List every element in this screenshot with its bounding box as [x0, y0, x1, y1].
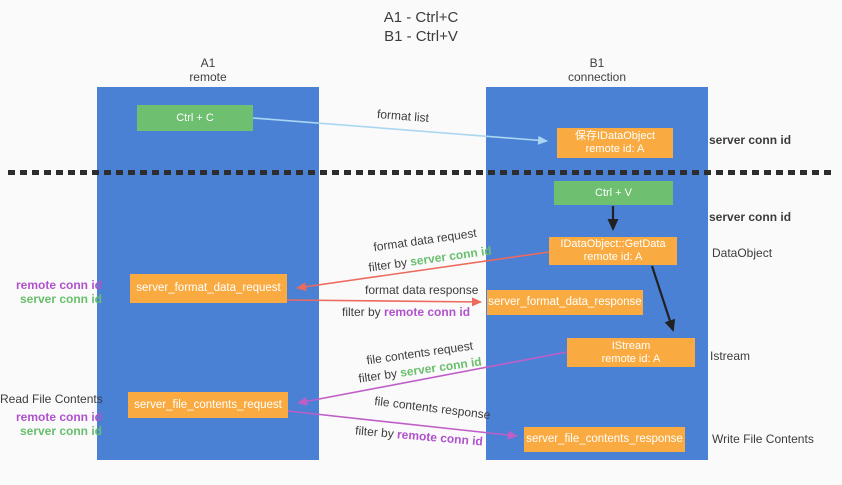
column-b1-name: B1 [589, 56, 605, 70]
label-dataobject: DataObject [712, 246, 773, 260]
label-remote-conn-id-left-2: remote conn id [15, 410, 102, 424]
node-save-idataobject-line2: remote id: A [585, 143, 645, 155]
node-server-file-contents-request: server_file_contents_request [128, 392, 288, 418]
label-filter-by-3: filter by [357, 366, 398, 386]
label-filter-by-2: filter by [342, 305, 381, 319]
node-ctrl-v: Ctrl + V [554, 181, 673, 205]
node-getdata-line1: IDataObject::GetData [560, 238, 666, 250]
label-format-data-response: format data response [365, 283, 479, 297]
label-group-file-conn-ids: remote conn id server conn id [0, 410, 102, 438]
label-read-file-contents: Read File Contents [0, 392, 103, 406]
node-ctrl-v-label: Ctrl + V [595, 186, 632, 199]
node-save-idataobject: 保存IDataObject remote id: A [557, 128, 673, 158]
node-sfcreq-label: server_file_contents_request [134, 398, 282, 411]
label-filter-format-response: filter by remote conn id [342, 305, 470, 319]
node-getdata-line2: remote id: A [583, 251, 643, 263]
label-format-list: format list [376, 106, 430, 126]
label-istream: Istream [710, 349, 751, 363]
label-remote-conn-id-filter-2: remote conn id [384, 305, 471, 319]
node-server-file-contents-response: server_file_contents_response [524, 427, 685, 452]
label-remote-conn-id-left-1: remote conn id [15, 278, 102, 292]
label-server-conn-id-left-2: server conn id [19, 424, 102, 438]
diagram-title: A1 - Ctrl+C B1 - Ctrl+V [0, 8, 842, 46]
node-istream-line2: remote id: A [601, 352, 661, 365]
label-group-format-conn-ids: remote conn id server conn id [0, 278, 102, 306]
label-remote-conn-id-filter-4: remote conn id [396, 427, 484, 449]
node-sfdres-label: server_format_data_response [488, 296, 642, 308]
node-istream-line1: IStream [611, 339, 651, 352]
column-header-a1: A1 remote [138, 56, 278, 84]
label-server-conn-id-left-1: server conn id [19, 292, 102, 306]
title-line-1: A1 - Ctrl+C [383, 9, 459, 26]
label-filter-by-4: filter by [354, 423, 395, 441]
label-filter-file-response: filter by remote conn id [355, 423, 484, 448]
node-server-format-data-response: server_format_data_response [487, 290, 643, 315]
label-server-conn-id-top: server conn id [709, 133, 792, 147]
node-ctrl-c: Ctrl + C [137, 105, 253, 131]
column-a1-subtitle: remote [189, 70, 227, 84]
node-sfdreq-label: server_format_data_request [136, 282, 281, 294]
label-write-file-contents: Write File Contents [712, 432, 814, 446]
node-server-format-data-request: server_format_data_request [130, 274, 287, 303]
node-save-idataobject-line1: 保存IDataObject [574, 130, 656, 142]
node-istream: IStream remote id: A [567, 338, 695, 367]
label-filter-by-1: filter by [367, 255, 408, 275]
column-a1-name: A1 [200, 56, 216, 70]
node-idataobject-getdata: IDataObject::GetData remote id: A [549, 237, 677, 265]
label-server-conn-id-mid: server conn id [709, 210, 792, 224]
node-sfcres-label: server_file_contents_response [526, 433, 683, 445]
node-ctrl-c-label: Ctrl + C [176, 111, 214, 124]
title-line-2: B1 - Ctrl+V [384, 28, 458, 45]
column-header-b1: B1 connection [527, 56, 667, 84]
divider-dotted-line [8, 170, 834, 175]
column-b1-subtitle: connection [567, 70, 627, 84]
label-file-contents-response: file contents response [373, 393, 492, 423]
